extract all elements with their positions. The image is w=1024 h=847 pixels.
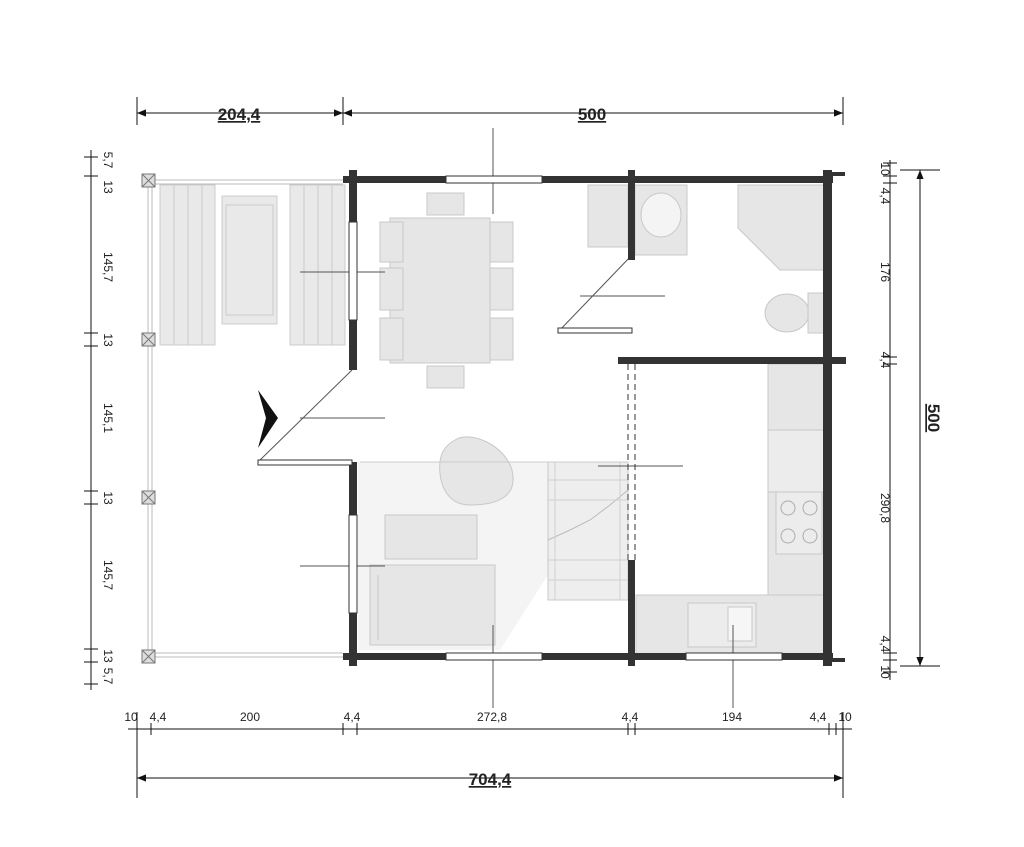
left-ticks: 5,7 13 145,7 13 145,1 13 145,7 13 5,7 xyxy=(84,152,115,685)
dim-right-segment: 4,4 xyxy=(878,352,892,369)
dim-right-segment: 10 xyxy=(878,162,892,176)
dim-left-segment: 13 xyxy=(101,333,115,347)
sofa xyxy=(369,564,496,646)
dim-right-total: 500 xyxy=(924,404,943,432)
dim-bottom-segment: 4,4 xyxy=(150,710,167,724)
dim-bottom-segment: 4,4 xyxy=(622,710,639,724)
terrace-post xyxy=(141,649,156,664)
terrace-post xyxy=(141,490,156,505)
section-lines xyxy=(257,128,734,708)
coffee-table xyxy=(384,514,478,560)
hob xyxy=(775,491,823,555)
dim-top-right: 500 xyxy=(578,105,606,124)
terrace-post xyxy=(141,173,156,188)
dim-left-segment: 13 xyxy=(101,491,115,505)
dim-bottom-segment: 4,4 xyxy=(344,710,361,724)
terrace-table xyxy=(221,195,278,325)
dim-right-segment: 290,8 xyxy=(878,493,892,523)
terrace xyxy=(141,173,346,664)
dim-left-segment: 145,7 xyxy=(101,560,115,590)
sink xyxy=(634,184,688,256)
terrace-bench-right xyxy=(289,184,346,346)
dim-right-segment: 10 xyxy=(878,665,892,679)
dim-bottom-segment: 10 xyxy=(838,710,852,724)
dim-bottom-segment: 272,8 xyxy=(477,710,507,724)
bottom-ticks: 10 4,4 200 4,4 272,8 4,4 194 4,4 10 xyxy=(124,710,852,735)
shower xyxy=(737,184,827,271)
dim-left-segment: 5,7 xyxy=(101,668,115,685)
dim-bottom-segment: 4,4 xyxy=(810,710,827,724)
washing-machine xyxy=(587,184,629,248)
fridge xyxy=(767,429,827,493)
kitchen xyxy=(635,363,827,655)
dim-left-segment: 145,1 xyxy=(101,403,115,433)
armchair xyxy=(439,436,514,506)
right-ticks: 10 4,4 176 4,4 290,8 4,4 10 xyxy=(878,162,897,679)
staircase xyxy=(547,461,629,601)
dim-right-segment: 4,4 xyxy=(878,188,892,205)
dim-left-segment: 13 xyxy=(101,649,115,663)
dim-right-segment: 176 xyxy=(878,262,892,282)
doors xyxy=(257,327,636,560)
toilet xyxy=(764,292,827,334)
dim-bottom-segment: 10 xyxy=(124,710,138,724)
terrace-bench-left xyxy=(159,184,216,346)
dining-set xyxy=(379,192,514,389)
dim-bottom-segment: 200 xyxy=(240,710,260,724)
right-dimension xyxy=(889,160,940,680)
top-dimension xyxy=(136,97,844,125)
entrance-arrow-icon xyxy=(258,390,278,448)
dim-right-segment: 4,4 xyxy=(878,636,892,653)
dim-top-left: 204,4 xyxy=(218,105,261,124)
terrace-post xyxy=(141,332,156,347)
bathroom-fixtures xyxy=(587,184,827,334)
dim-bottom-segment: 194 xyxy=(722,710,742,724)
kitchen-sink xyxy=(687,602,757,648)
dim-left-segment: 5,7 xyxy=(101,152,115,169)
dim-bottom-total: 704,4 xyxy=(469,770,512,789)
windows xyxy=(348,175,783,661)
dim-left-segment: 13 xyxy=(101,180,115,194)
dim-left-segment: 145,7 xyxy=(101,252,115,282)
